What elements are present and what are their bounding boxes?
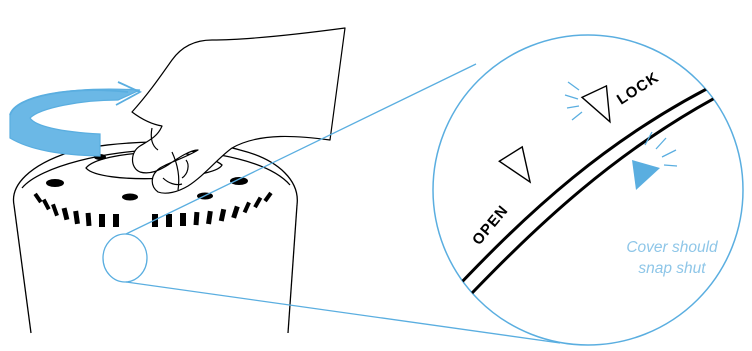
snap-indicator [632,131,678,190]
canister-lid-opening [85,151,223,180]
canister-right-side [287,204,298,334]
caption-line-1: Cover should [626,239,719,256]
curved-arrow-icon [9,81,143,157]
lid-seam-outer [438,65,743,307]
triangle-down-outline-icon [498,145,532,184]
snap-indicator-sparkle [644,131,678,167]
canister-left-side [13,204,32,334]
zoom-connectors [102,63,561,344]
caption-line-2: snap shut [638,260,706,277]
zoom-source-circle [102,233,148,283]
zoom-detail: OPEN LOCK Cover should snap s [432,34,744,346]
triangle-filled-icon [632,160,660,190]
lock-marker-sparkle [564,81,583,121]
zoom-circle [432,34,744,346]
hand-icon [131,27,346,194]
lid-seam-inner [448,77,743,318]
triangle-down-outline-icon [580,84,611,124]
